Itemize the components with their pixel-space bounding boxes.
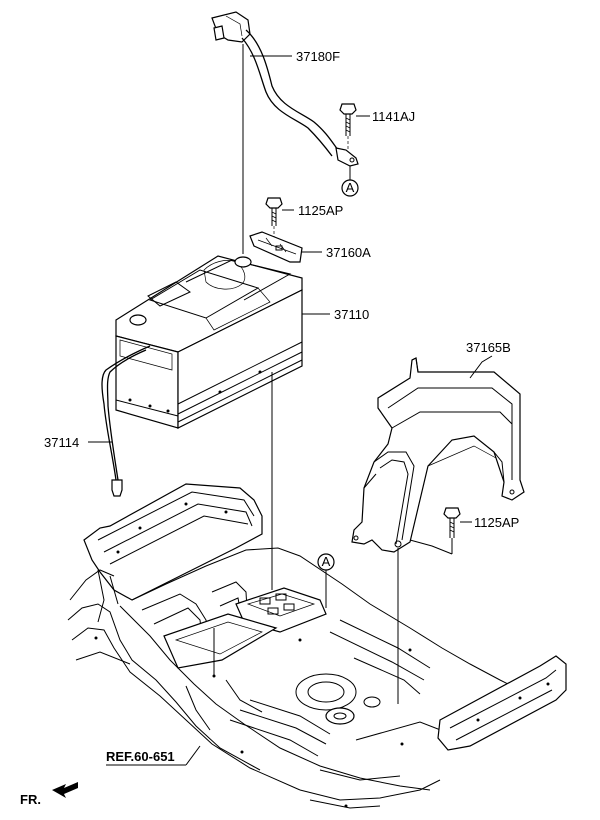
svg-text:FR.: FR. <box>20 792 41 807</box>
battery-tray <box>351 357 525 553</box>
battery <box>115 255 303 429</box>
label-37160A: 37160A <box>326 245 371 260</box>
battery-sensor <box>101 345 151 497</box>
front-direction-indicator: FR. <box>20 782 78 807</box>
leader-1125ap-right-to-tray <box>409 539 453 555</box>
label-37180F: 37180F <box>296 49 340 64</box>
svg-text:A: A <box>346 180 355 195</box>
reference-label: REF.60-651 <box>106 745 201 766</box>
svg-text:A: A <box>322 554 331 569</box>
bolt-1141aj <box>339 103 357 150</box>
label-1125AP-top: 1125AP <box>298 203 343 218</box>
label-37114: 37114 <box>44 435 79 450</box>
floor-panel <box>67 483 567 809</box>
marker-a-floor: A <box>317 553 335 571</box>
leader-tray <box>469 355 493 379</box>
battery-cable <box>211 11 359 167</box>
label-37110: 37110 <box>334 307 369 322</box>
label-37165B: 37165B <box>466 340 511 355</box>
label-1141AJ: 1141AJ <box>372 109 415 124</box>
marker-a-top: A <box>341 179 359 197</box>
svg-text:REF.60-651: REF.60-651 <box>106 749 175 764</box>
front-arrow-icon <box>52 782 78 798</box>
battery-clamp <box>249 231 303 263</box>
label-1125AP-right: 1125AP <box>474 515 519 530</box>
bolt-1125ap-right <box>443 507 461 554</box>
bolt-1125ap-top <box>265 197 283 240</box>
